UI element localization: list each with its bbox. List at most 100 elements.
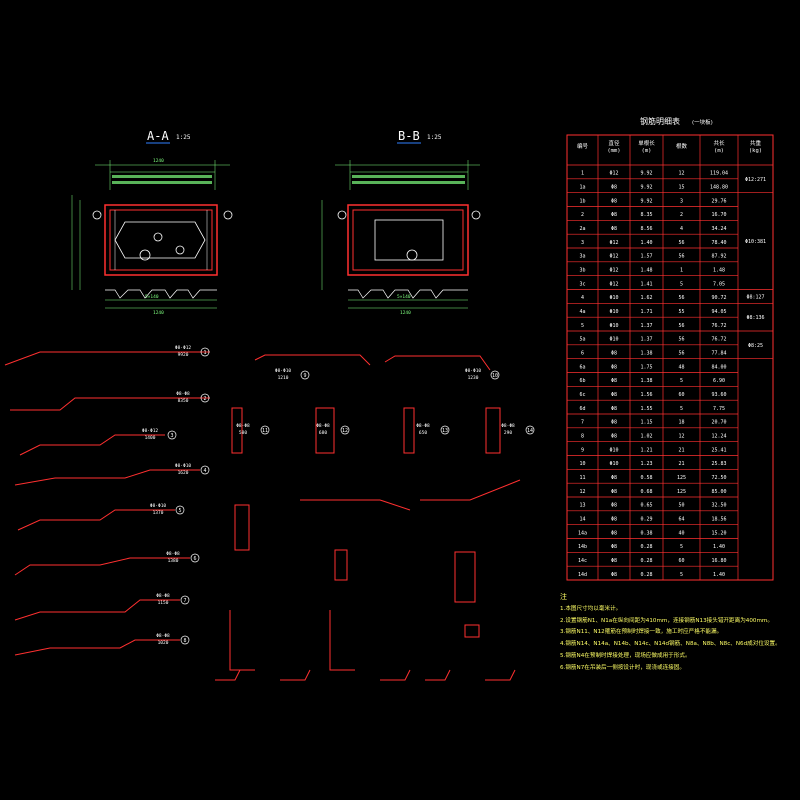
table-header-2: 单根长 [638, 139, 655, 147]
bar-dim-text: 650 [419, 430, 427, 436]
section-b-b: B-B 1:25 5×140 1240 [321, 129, 481, 316]
bar-code: 14 [527, 428, 533, 434]
bar-dim-text: 1400 [145, 435, 156, 441]
table-cell: 1.56 [640, 392, 652, 398]
table-cell: 56 [678, 337, 684, 343]
bar-code: 1 [203, 350, 206, 356]
table-cell: 12 [579, 489, 585, 495]
table-cell: 1.38 [640, 378, 652, 384]
table-cell: 40 [678, 530, 684, 536]
table-subtitle: (一块板) [692, 118, 713, 126]
bar-dim-text: Φ8·Φ8 [176, 391, 190, 397]
table-cell: Φ10 [609, 337, 618, 343]
table-cell: 1.37 [640, 337, 652, 343]
table-header-5: 共重 [750, 139, 762, 147]
table-cell: 34.24 [711, 226, 726, 232]
bar-code: 2 [203, 396, 206, 402]
table-cell: 1 [680, 268, 683, 274]
note-2: 2.设置钢筋N1、N1a在纵向间距为410mm，连接钢筋N13接头错开距离为40… [560, 617, 773, 624]
table-cell: 2 [581, 212, 584, 218]
table-cell: 12 [678, 171, 684, 177]
table-cell: 3 [680, 198, 683, 204]
b-b-concrete-outline [347, 204, 469, 276]
bar-dim-text: 9920 [178, 352, 189, 358]
table-cell: 119.04 [710, 171, 728, 177]
bar-code-circle [260, 425, 270, 435]
bar-dim-text: Φ8·Φ12 [175, 345, 192, 351]
section-a-a-label: A-A [147, 129, 169, 143]
table-cell: 5 [680, 406, 683, 412]
table-cell: 6d [579, 406, 585, 412]
bar-code-circle [300, 370, 310, 380]
table-cell: 5 [581, 323, 584, 329]
table-cell: 72.50 [711, 475, 726, 481]
table-cell: 8 [581, 434, 584, 440]
bar-code-circle [340, 425, 350, 435]
table-header-2: (m) [642, 148, 652, 154]
bar-dim-text: Φ8·Φ10 [465, 368, 482, 374]
table-cell: Φ8 [611, 558, 617, 564]
table-header-3: 根数 [676, 142, 688, 150]
table-cell: 78.40 [711, 240, 726, 246]
bar-dim-text: Φ8·Φ12 [142, 428, 159, 434]
table-cell: 1.15 [640, 420, 652, 426]
bar-code: 5 [178, 508, 181, 514]
rebar-table: 钢筋明细表 (一块板) 编号直径(mm)单根长(m)根数共长(m)共重(kg)1… [566, 116, 774, 581]
table-header-4: (m) [714, 148, 724, 154]
table-cell: 90.72 [711, 295, 726, 301]
table-cell: 16.70 [711, 212, 726, 218]
a-a-concrete-outline [104, 204, 218, 276]
bar-code: 12 [342, 428, 348, 434]
table-cell: 60 [678, 392, 684, 398]
bar-code-circle [440, 425, 450, 435]
table-cell: Φ8 [611, 572, 617, 578]
table-cell: 12 [678, 434, 684, 440]
table-cell: 77.84 [711, 351, 726, 357]
table-cell: 5 [680, 572, 683, 578]
bar-dim-text: 1230 [468, 375, 479, 381]
table-cell: 3 [581, 240, 584, 246]
bar-code: 11 [262, 428, 268, 434]
notes-block: 注 1.本图尺寸均以毫米计。 2.设置钢筋N1、N1a在纵向间距为410mm，连… [560, 592, 795, 675]
a-a-bottom-width: 1240 [153, 310, 164, 316]
bar-dim-text: 1370 [153, 510, 164, 516]
table-weight-cell: Φ8:127 [746, 294, 764, 300]
table-cell: 15.20 [711, 530, 726, 536]
table-cell: 60 [678, 558, 684, 564]
bar-dim-text: 1210 [278, 375, 289, 381]
table-cell: 1.38 [640, 351, 652, 357]
bar-code: 3 [170, 433, 173, 439]
table-cell: 4 [581, 295, 584, 301]
note-3: 3.钢筋N11、N12箍筋在预制时焊接一致，施工时应严格不能漏。 [560, 629, 723, 636]
notes-heading: 注 [560, 593, 567, 601]
table-cell: Φ10 [609, 309, 618, 315]
table-cell: 1 [581, 171, 584, 177]
table-cell: 1.40 [713, 544, 725, 550]
section-b-b-label: B-B [398, 129, 420, 143]
table-cell: 87.92 [711, 254, 726, 260]
bar-label-group: 1Φ8·Φ1299202Φ8·Φ883503Φ8·Φ1214004Φ8·Φ101… [142, 345, 535, 646]
table-cell: 125 [677, 489, 686, 495]
bar-dim-text: 1020 [158, 640, 169, 646]
bar-code-circle [190, 553, 200, 563]
bar-dim-text: 290 [504, 430, 512, 436]
table-cell: 56 [678, 240, 684, 246]
table-cell: 0.58 [640, 475, 652, 481]
table-cell: 1.40 [640, 240, 652, 246]
table-cell: Φ8 [611, 226, 617, 232]
table-cell: 14b [578, 544, 587, 550]
table-cell: 1.21 [640, 447, 652, 453]
bar-dim-text: Φ8·Φ8 [501, 423, 515, 429]
note-5: 5.钢筋N4在预制时焊接处理，现场应做成用于形式。 [560, 652, 691, 659]
table-weight-cell: Φ8:136 [746, 315, 764, 321]
table-cell: 2a [579, 226, 585, 232]
table-cell: 25.83 [711, 461, 726, 467]
table-cell: 6 [581, 351, 584, 357]
table-cell: 1.37 [640, 323, 652, 329]
b-b-bottom-span: 5×140 [397, 294, 411, 300]
note-1: 1.本图尺寸均以毫米计。 [560, 605, 622, 612]
table-cell: 2 [680, 212, 683, 218]
table-cell: 148.80 [710, 185, 728, 191]
table-cell: 3a [579, 254, 585, 260]
table-cell: 1a [579, 185, 585, 191]
